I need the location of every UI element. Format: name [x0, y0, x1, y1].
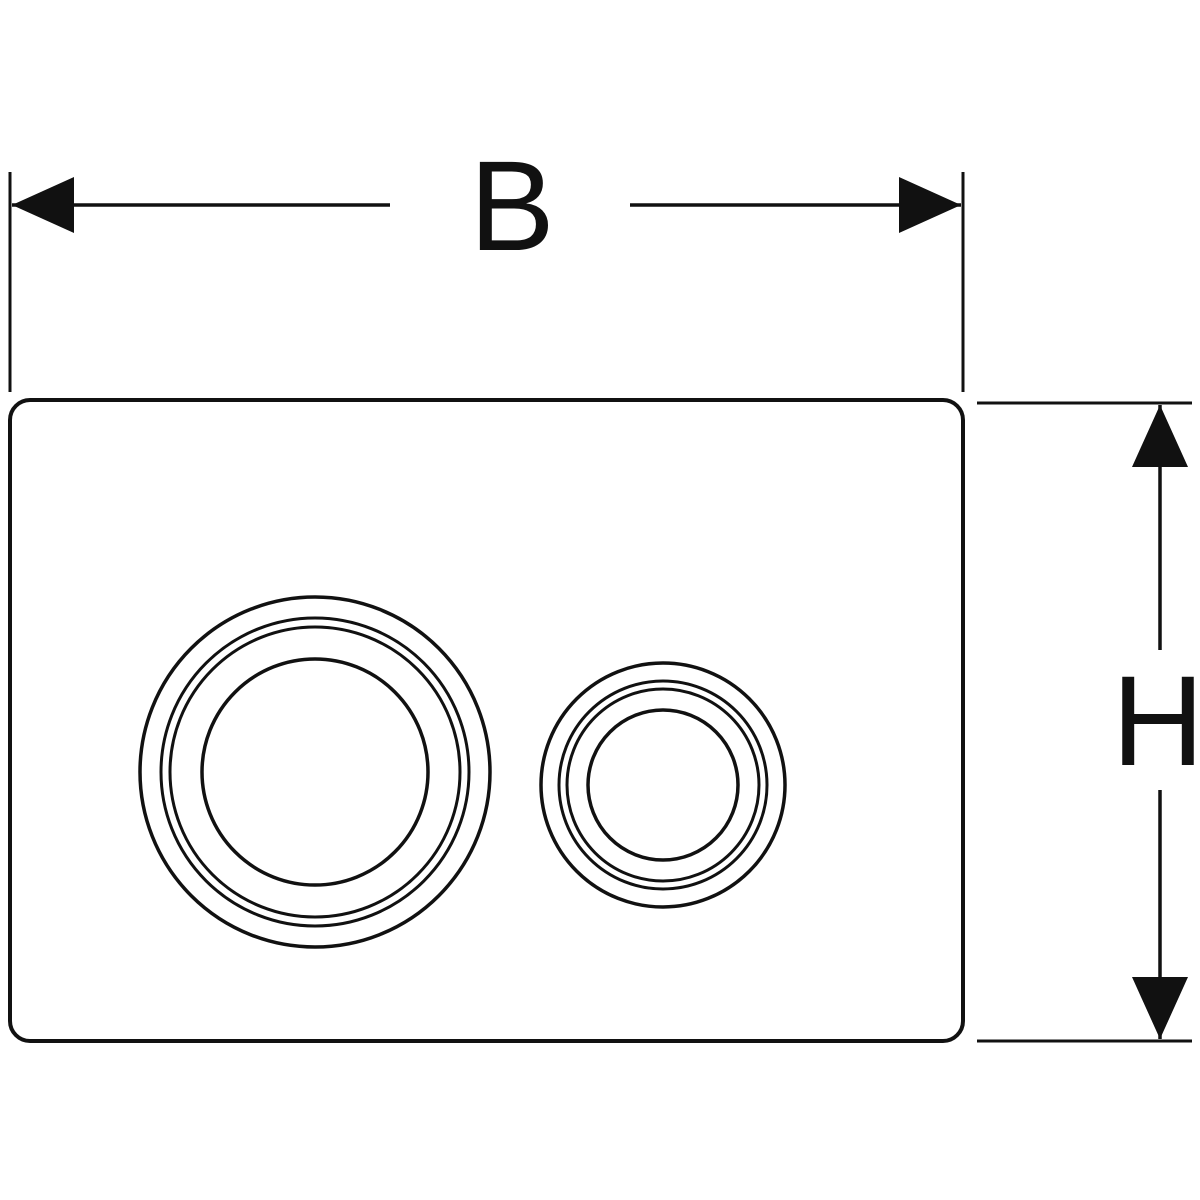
h-arrow-down-icon: [1132, 977, 1188, 1039]
small-button-ring-2: [557, 679, 769, 891]
large-button-ring-3: [168, 625, 462, 919]
small-button-ring-3: [565, 687, 761, 883]
plate-outline: [8, 398, 965, 1043]
small-button-outer-ring: [539, 661, 787, 909]
large-button-ring-2: [159, 616, 471, 928]
b-arrow-left-icon: [12, 177, 74, 233]
small-button-inner-circle: [586, 708, 740, 862]
large-button-outer-ring: [138, 595, 492, 949]
large-button-inner-circle: [200, 657, 430, 887]
b-arrow-right-icon: [899, 177, 961, 233]
h-arrow-up-icon: [1132, 405, 1188, 467]
h-dimension-label: H: [1112, 650, 1200, 793]
b-dimension-label: B: [469, 135, 554, 278]
